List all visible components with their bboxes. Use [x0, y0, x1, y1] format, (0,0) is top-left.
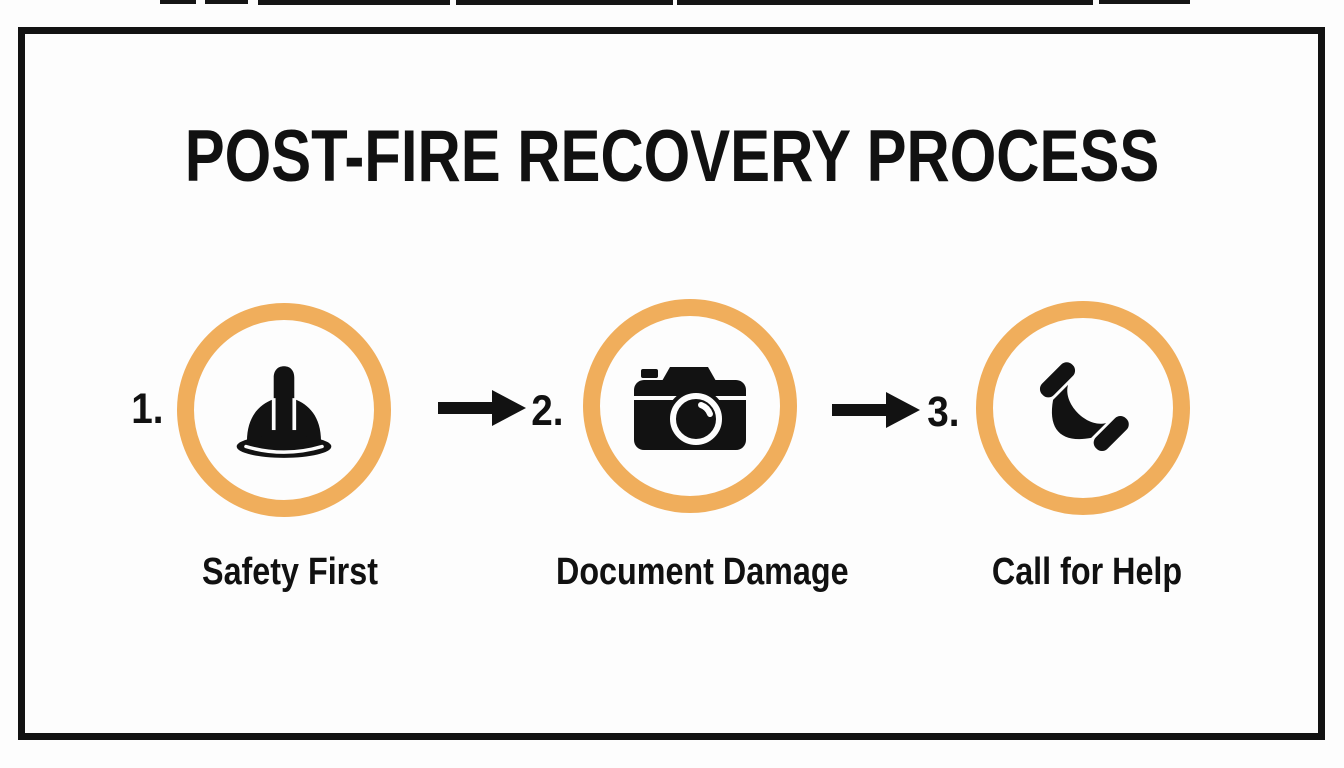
phone-icon — [1033, 358, 1133, 458]
step-2-number: 2. — [531, 387, 564, 435]
step-3-number: 3. — [927, 388, 960, 436]
step-3-label: Call for Help — [991, 551, 1183, 593]
hard-hat-icon — [222, 357, 346, 464]
step-2-label: Document Damage — [556, 551, 849, 593]
step-3-circle — [976, 301, 1190, 515]
step-1-circle — [177, 303, 391, 517]
step-1-label: Safety First — [202, 551, 378, 593]
arrow-right-icon — [436, 388, 528, 428]
page-title: POST-FIRE RECOVERY PROCESS — [184, 116, 1160, 197]
step-1-number: 1. — [131, 385, 164, 433]
camera-icon — [630, 354, 750, 458]
arrow-right-icon — [830, 390, 922, 430]
step-2-circle — [583, 299, 797, 513]
